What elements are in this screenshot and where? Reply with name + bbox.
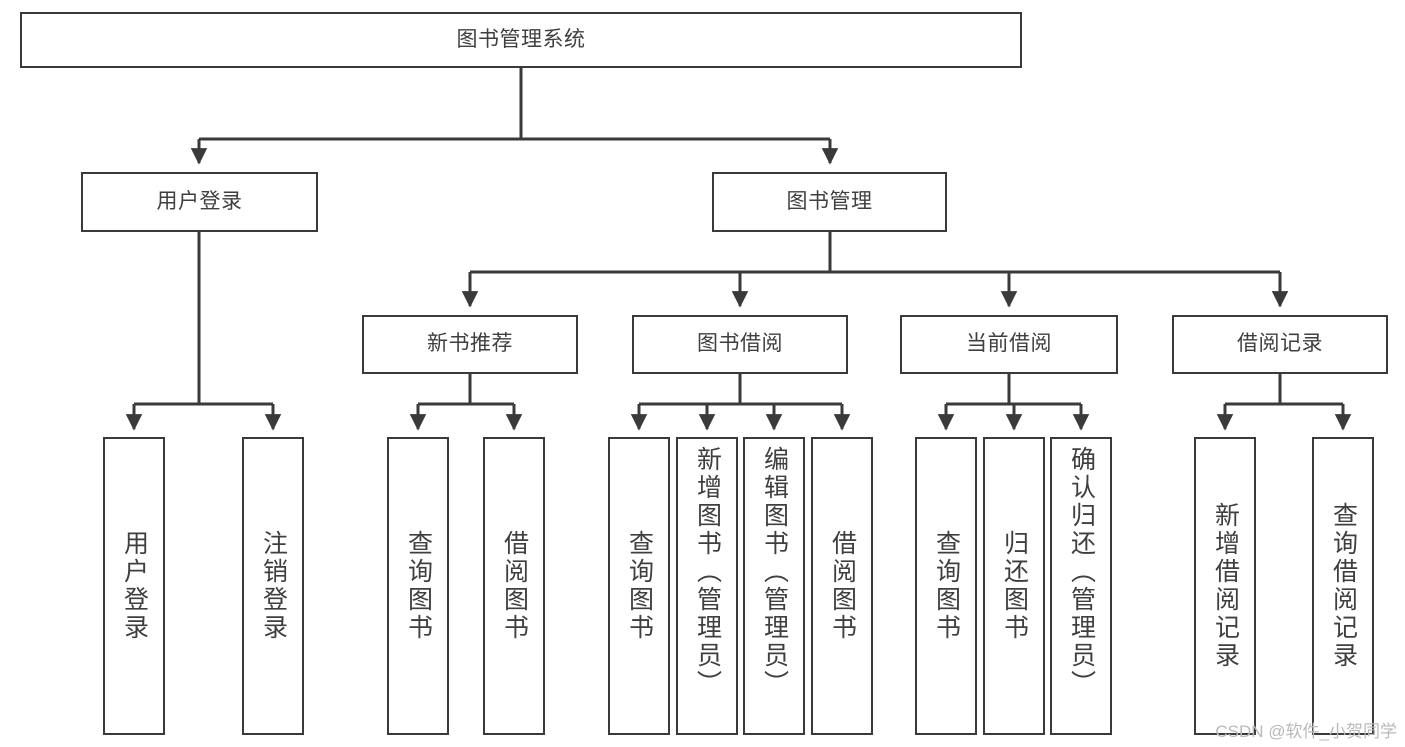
node-root-system[interactable]: 图书管理系统 — [20, 12, 1022, 68]
node-label: 借阅记录 — [1237, 332, 1323, 356]
leaf-current-query-book[interactable]: 查询图书 — [915, 437, 977, 735]
node-label: 确认归还（管理员） — [1067, 446, 1096, 698]
node-label: 借阅图书 — [500, 530, 529, 642]
node-label: 图书管理 — [786, 189, 873, 213]
leaf-current-confirm-return-admin[interactable]: 确认归还（管理员） — [1050, 437, 1112, 735]
node-label: 查询图书 — [932, 530, 961, 642]
leaf-borrow-borrow-book[interactable]: 借阅图书 — [811, 437, 873, 735]
node-label: 查询图书 — [404, 530, 433, 642]
node-label: 查询借阅记录 — [1329, 502, 1358, 670]
csdn-watermark: CSDN @软件_小贺同学 — [1215, 722, 1397, 741]
node-label: 图书借阅 — [697, 332, 783, 356]
leaf-recommend-borrow-book[interactable]: 借阅图书 — [483, 437, 545, 735]
node-book-borrow[interactable]: 图书借阅 — [632, 315, 848, 374]
leaf-user-login-do[interactable]: 用户登录 — [103, 437, 165, 735]
node-book-management[interactable]: 图书管理 — [712, 172, 947, 232]
node-label: 新增图书（管理员） — [693, 446, 722, 698]
node-label: 用户登录 — [156, 189, 243, 213]
leaf-borrow-edit-book-admin[interactable]: 编辑图书（管理员） — [743, 437, 805, 735]
node-current-borrow[interactable]: 当前借阅 — [900, 315, 1118, 374]
leaf-user-logout[interactable]: 注销登录 — [242, 437, 304, 735]
node-label: 编辑图书（管理员） — [760, 446, 789, 698]
node-label: 注销登录 — [259, 530, 288, 642]
node-label: 用户登录 — [120, 530, 149, 642]
node-label: 当前借阅 — [966, 332, 1052, 356]
leaf-recommend-query-book[interactable]: 查询图书 — [387, 437, 449, 735]
leaf-record-query-borrow-record[interactable]: 查询借阅记录 — [1312, 437, 1374, 735]
node-label: 归还图书 — [1000, 530, 1029, 642]
node-label: 新增借阅记录 — [1211, 502, 1240, 670]
node-label: 借阅图书 — [828, 530, 857, 642]
node-label: 查询图书 — [625, 530, 654, 642]
leaf-borrow-query-book[interactable]: 查询图书 — [608, 437, 670, 735]
node-borrow-record[interactable]: 借阅记录 — [1172, 315, 1388, 374]
node-user-login[interactable]: 用户登录 — [81, 172, 318, 232]
leaf-borrow-add-book-admin[interactable]: 新增图书（管理员） — [676, 437, 738, 735]
node-label: 新书推荐 — [427, 332, 513, 356]
leaf-current-return-book[interactable]: 归还图书 — [983, 437, 1045, 735]
leaf-record-add-borrow-record[interactable]: 新增借阅记录 — [1194, 437, 1256, 735]
node-new-book-recommend[interactable]: 新书推荐 — [362, 315, 578, 374]
node-label: 图书管理系统 — [456, 27, 586, 51]
